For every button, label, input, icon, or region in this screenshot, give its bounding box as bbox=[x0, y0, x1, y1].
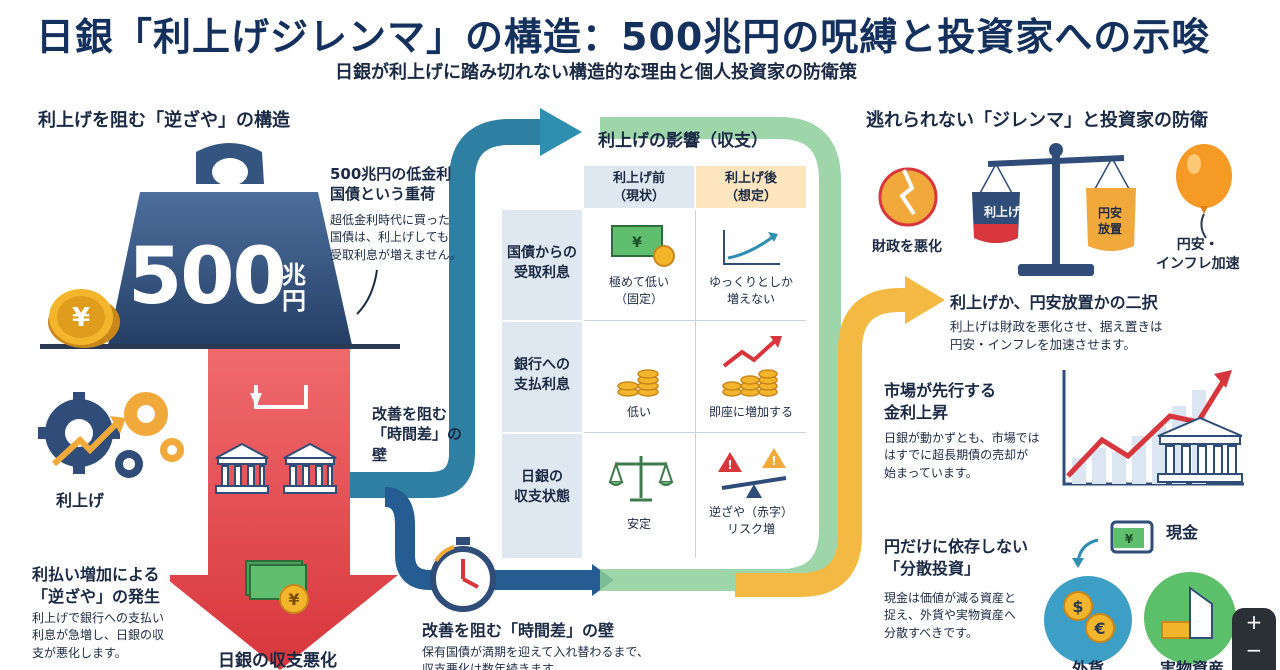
zoom-controls[interactable]: + − bbox=[1232, 608, 1276, 670]
red-down-arrow-graphic bbox=[170, 345, 398, 670]
coins-rising-icon bbox=[722, 336, 782, 397]
svg-text:¥: ¥ bbox=[632, 235, 642, 251]
cell-pay-before: 低い bbox=[626, 405, 651, 419]
diversify-heading: 円だけに依存しない「分散投資」 bbox=[884, 537, 1029, 578]
impact-table: 利上げ前（現状） 利上げ後（想定） 国債からの受取利息 ¥ 極めて低い（固定） … bbox=[498, 160, 810, 562]
spread-text: 利上げで銀行への支払い利息が急増し、日銀の収支が悪化します。 bbox=[32, 611, 165, 660]
cell-status-after: 逆ざや（赤字）リスク増 bbox=[708, 505, 793, 536]
balance-scale-icon bbox=[608, 456, 674, 502]
dilemma-scale-icon bbox=[972, 143, 1136, 276]
cell-receive-after: ゆっくりとしか増えない bbox=[708, 275, 793, 306]
broken-coin-icon bbox=[878, 167, 938, 227]
bank-icons bbox=[215, 442, 337, 494]
row-label-bg bbox=[502, 322, 582, 432]
cell-status-before: 安定 bbox=[626, 517, 651, 531]
burden-heading: 500兆円の低金利国債という重荷 bbox=[330, 165, 452, 204]
market-text: 日銀が動かずとも、市場でははすでに超長期債の売却が始まっています。 bbox=[884, 431, 1040, 480]
weight-unit: 兆円 bbox=[282, 261, 306, 316]
warning-seesaw-icon: ! ! bbox=[718, 448, 787, 498]
rate-hike-label: 利上げ bbox=[56, 491, 105, 510]
market-chart-icon bbox=[1062, 370, 1244, 486]
burden-text: 超低金利時代に買った国債は、利上げしても受取利息が増えません。 bbox=[330, 213, 462, 262]
svg-text:¥: ¥ bbox=[1125, 532, 1134, 546]
cell-receive-before: 極めて低い（固定） bbox=[608, 275, 669, 306]
yen-cash-icon: ¥ bbox=[245, 560, 309, 614]
ground-line bbox=[40, 344, 400, 349]
zoom-in-icon[interactable]: + bbox=[1245, 610, 1263, 634]
time-gap-callout: 改善を阻む「時間差」の壁 bbox=[372, 405, 463, 464]
weight-number: 500 bbox=[128, 232, 287, 322]
slow-rise-icon bbox=[723, 230, 780, 265]
col-after-header bbox=[696, 166, 806, 208]
col-divider bbox=[695, 210, 696, 558]
choice-heading: 利上げか、円安放置かの二択 bbox=[950, 293, 1158, 312]
svg-text:¥: ¥ bbox=[288, 590, 299, 609]
svg-text:!: ! bbox=[771, 454, 776, 468]
table-title: 利上げの影響（収支） bbox=[598, 131, 768, 151]
choice-text: 利上げは財政を悪化させ、据え置きは円安・インフレを加速させます。 bbox=[950, 319, 1163, 353]
stopwatch-icon bbox=[430, 537, 496, 612]
yen-coin-icon: ¥ bbox=[48, 289, 120, 348]
callout-line bbox=[356, 269, 378, 315]
row-label-bg bbox=[502, 434, 582, 558]
spread-heading: 利払い増加による「逆ざや」の発生 bbox=[32, 565, 161, 606]
balloon-icon bbox=[1176, 144, 1232, 239]
svg-text:¥: ¥ bbox=[72, 303, 90, 333]
yen-bill-icon: ¥ bbox=[611, 225, 675, 267]
row-label-status: 日銀の収支状態 bbox=[514, 469, 570, 505]
left-section-title: 利上げを阻む「逆ざや」の構造 bbox=[38, 110, 290, 131]
svg-text:€: € bbox=[1093, 619, 1105, 638]
gears-icon bbox=[38, 392, 184, 478]
cell-pay-after: 即座に増加する bbox=[708, 405, 793, 419]
market-heading: 市場が先行する金利上昇 bbox=[884, 381, 997, 422]
scale-right-label: 円安放置 bbox=[1098, 206, 1123, 236]
scale-left-label: 利上げ bbox=[984, 205, 1021, 219]
diversify-text: 現金は価値が減る資産と捉え、外貨や実物資産へ分散すべきです。 bbox=[884, 591, 1017, 640]
real-assets-label: 実物資産 bbox=[1160, 659, 1225, 670]
svg-text:!: ! bbox=[727, 458, 732, 472]
page-subtitle: 日銀が利上げに踏み切れない構造的な理由と個人投資家の防衛策 bbox=[335, 62, 857, 83]
bottom-text: 保有国債が満期を迎えて入れ替わるまで、収支悪化は数年続きます。 bbox=[422, 645, 649, 670]
coins-low-icon bbox=[617, 369, 659, 397]
col-after-label: 利上げ後（想定） bbox=[724, 171, 777, 205]
right-section-title: 逃れられない「ジレンマ」と投資家の防衛 bbox=[866, 110, 1208, 131]
svg-text:$: $ bbox=[1072, 597, 1083, 616]
yen-weak-label: 円安・インフレ加速 bbox=[1156, 237, 1240, 272]
page-title: 日銀「利上げジレンマ」の構造：500兆円の呪縛と投資家への示唆 bbox=[36, 15, 1211, 59]
cash-label: 現金 bbox=[1166, 523, 1199, 542]
row-label-bg bbox=[502, 210, 582, 320]
bottom-heading: 改善を阻む「時間差」の壁 bbox=[422, 621, 615, 640]
diversification-icon: ¥ $ € bbox=[1044, 520, 1236, 664]
col-before-label: 利上げ前（現状） bbox=[612, 171, 665, 205]
forex-label: 外貨 bbox=[1072, 659, 1105, 670]
row-label-receive: 国債からの受取利息 bbox=[507, 245, 577, 281]
zoom-out-icon[interactable]: − bbox=[1245, 638, 1263, 662]
weight-500-graphic bbox=[108, 143, 352, 345]
col-before-header bbox=[584, 166, 694, 208]
row-label-pay: 銀行への支払利息 bbox=[514, 357, 570, 393]
fiscal-label: 財政を悪化 bbox=[872, 239, 942, 255]
boj-worse-label: 日銀の収支悪化 bbox=[218, 651, 337, 670]
